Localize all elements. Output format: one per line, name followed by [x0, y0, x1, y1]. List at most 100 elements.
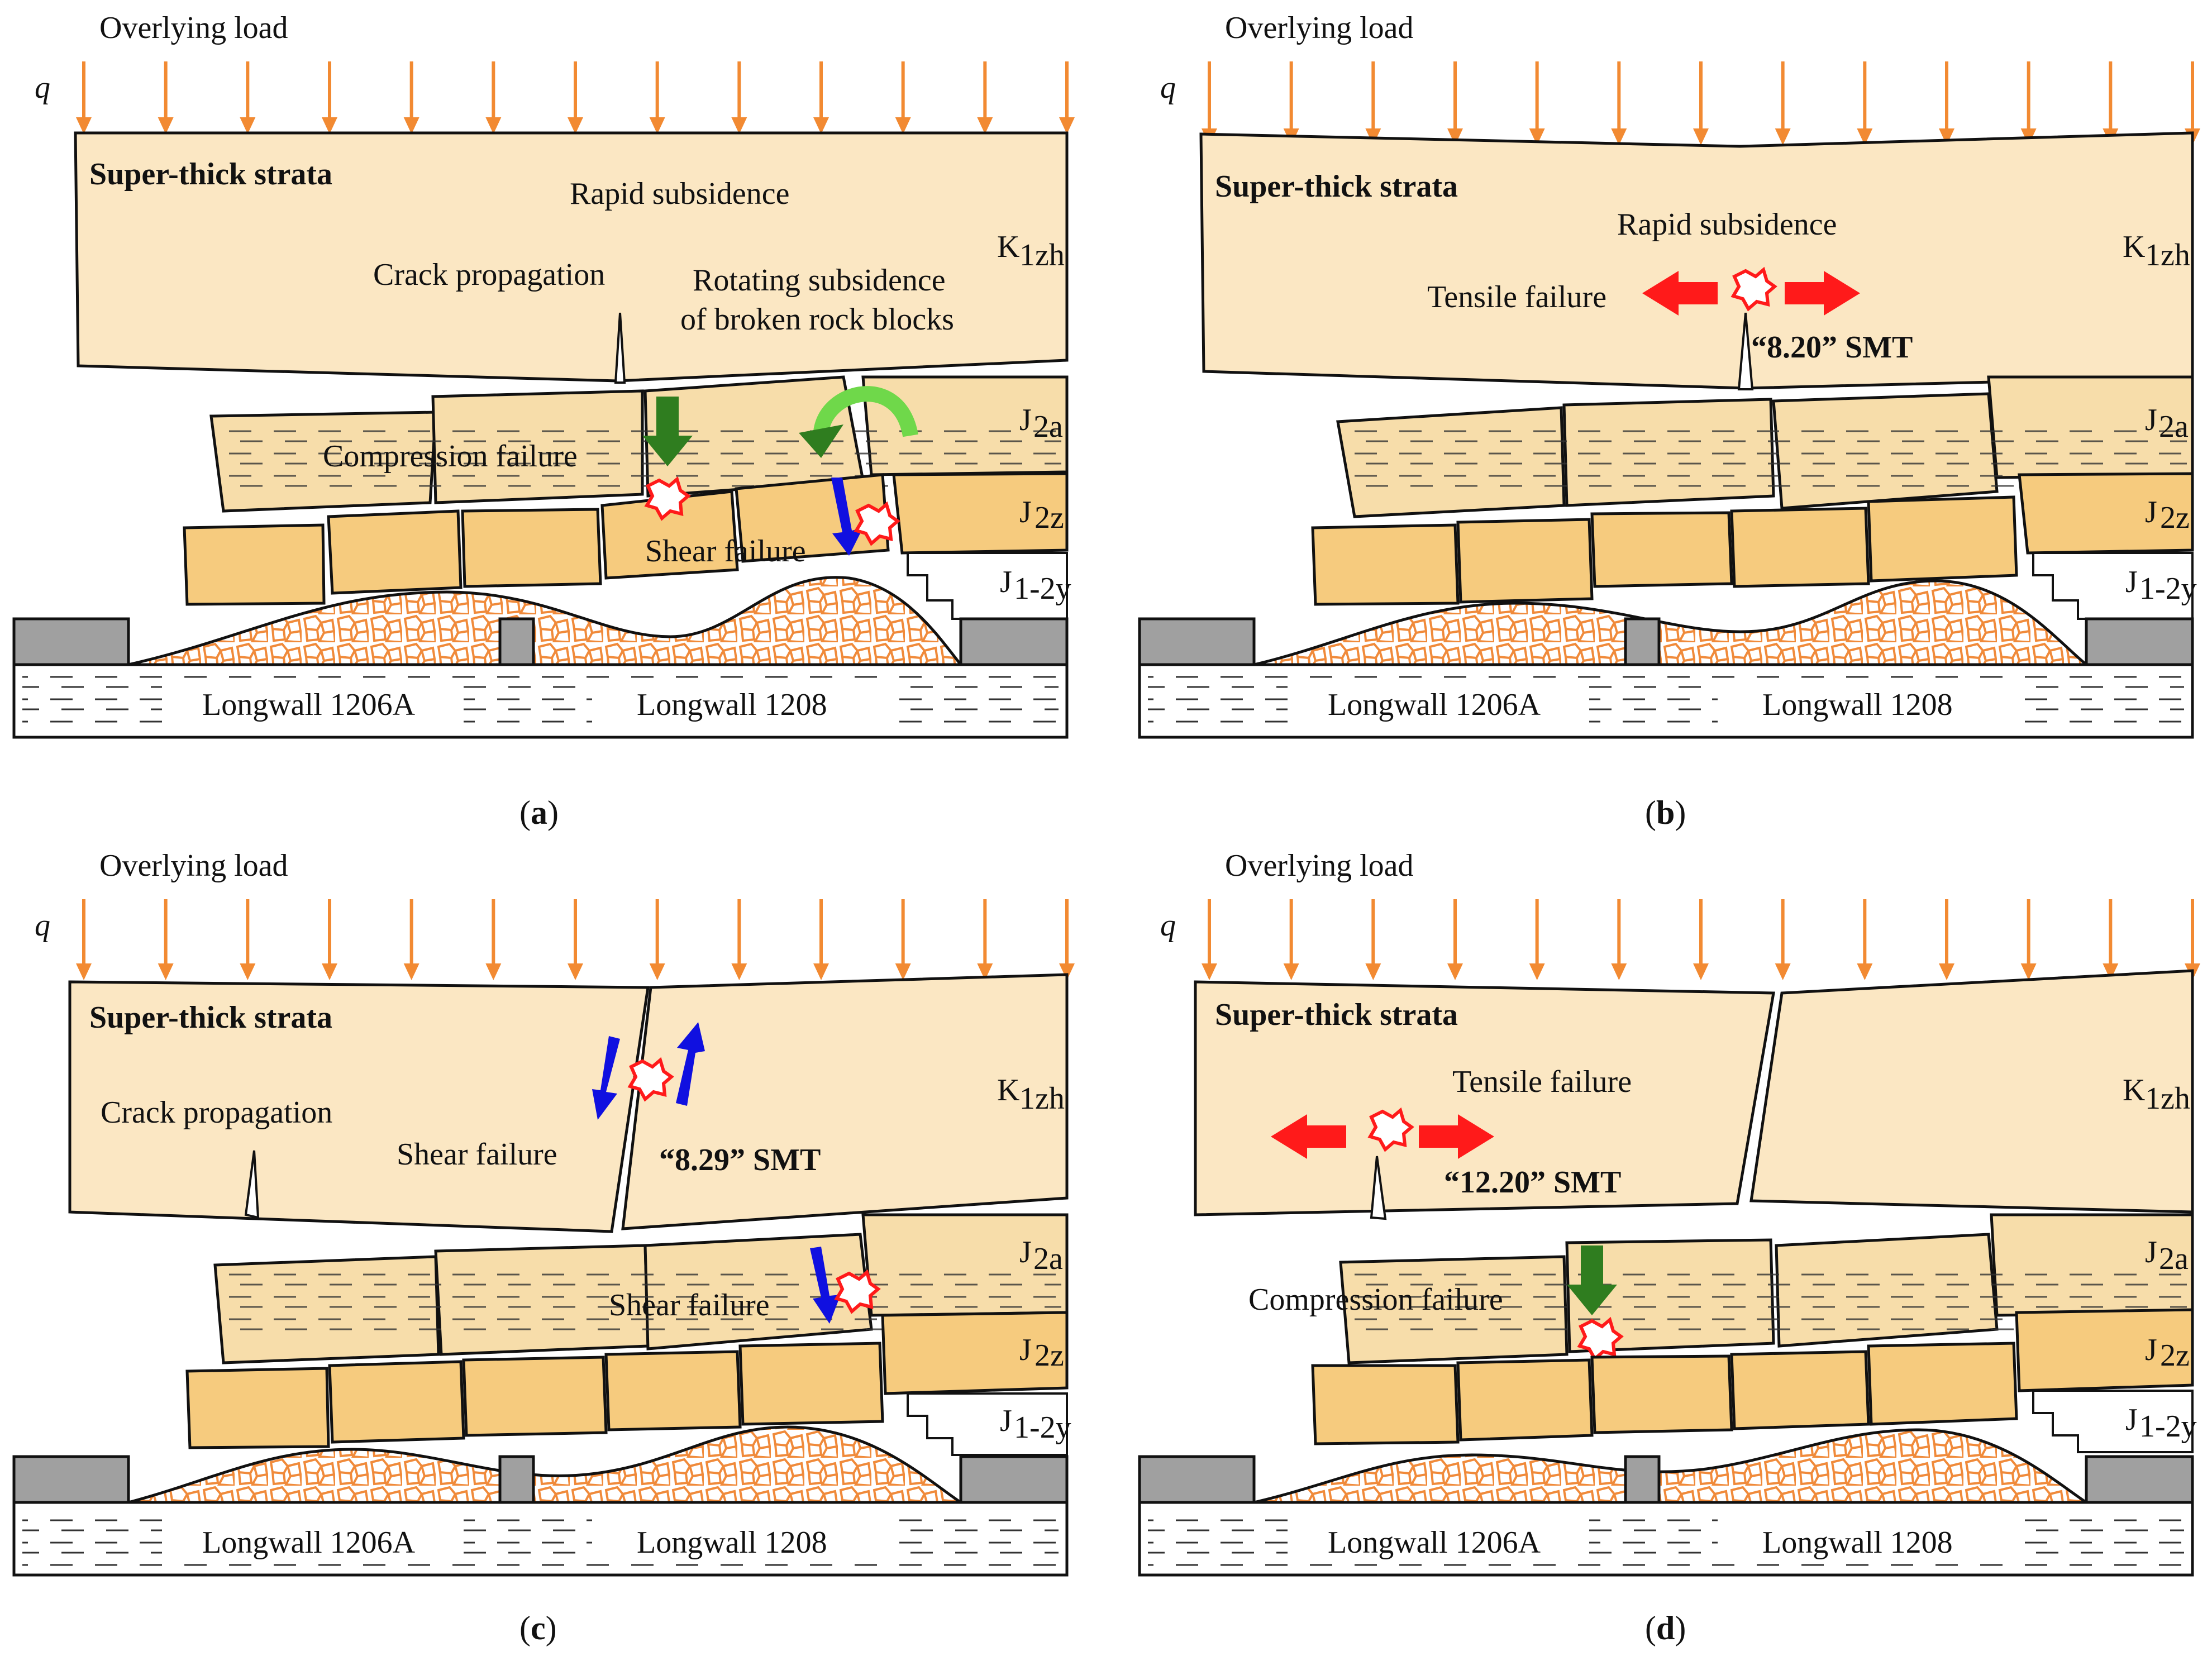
load-arrowhead — [2103, 963, 2119, 980]
super-thick-strata — [74, 131, 1069, 383]
super-thick-strata-label: Super-thick strata — [1215, 169, 1458, 204]
red-left-arrow — [1271, 1114, 1346, 1159]
j2a-sub: 2a — [2159, 1242, 2189, 1276]
load-arrowhead — [1529, 128, 1545, 145]
j12y-sub: 1-2y — [1014, 571, 1071, 606]
shear-failure-label: Shear failure — [397, 1137, 557, 1172]
j2a-sub: 2a — [1033, 1242, 1063, 1276]
red-right-arrow — [1785, 271, 1860, 316]
j2z-block — [1311, 1364, 1460, 1445]
smt-label: “8.29” SMT — [659, 1143, 821, 1177]
j2a-letter: J — [2145, 1235, 2157, 1270]
j12y-sub: 1-2y — [2139, 571, 2197, 606]
coal-pillar — [2085, 1455, 2194, 1504]
panel-b: Overlying load q Super-thick strata Rapi… — [1138, 11, 2200, 831]
coal-pillar — [1138, 617, 1256, 666]
load-arrowhead — [1611, 128, 1627, 145]
failure-burst — [854, 501, 900, 546]
overlying-load-label: Overlying load — [1225, 848, 1413, 883]
load-arrowhead — [1283, 963, 1299, 980]
load-arrowhead — [568, 117, 583, 134]
load-arrowhead — [895, 117, 911, 134]
load-arrowhead — [1202, 963, 1217, 980]
longwall-b-label: Longwall 1208 — [1762, 688, 1953, 722]
k1zh-label: K 1zh — [2123, 230, 2190, 273]
compression-failure-label: Compression failure — [1248, 1282, 1503, 1317]
caption-letter: a — [531, 794, 547, 831]
j2z-sub: 2z — [1035, 500, 1064, 535]
j2a-letter: J — [1019, 403, 1032, 437]
load-arrowhead — [649, 117, 665, 134]
crack-propagation-label: Crack propagation — [373, 257, 605, 292]
crack — [1737, 312, 1754, 390]
caption-letter: c — [531, 1610, 546, 1647]
j2a-label: J 2a — [2145, 1235, 2189, 1276]
j2z-letter: J — [1019, 495, 1032, 529]
longwall-b-bg — [1718, 679, 2019, 726]
j2z-label: J 2z — [1019, 1333, 1064, 1373]
j12y-label: J 1-2y — [1000, 1404, 1071, 1445]
blue-down-arrow — [831, 478, 863, 556]
k1zh-sub: 1zh — [2145, 238, 2190, 273]
load-arrowhead — [813, 963, 829, 980]
failure-burst — [627, 1057, 674, 1102]
j2z-block — [1311, 523, 1460, 606]
j12y-letter: J — [1000, 1404, 1012, 1438]
j2a-sub: 2a — [2159, 409, 2189, 444]
blue-down-arrow — [592, 1036, 620, 1120]
super-thick-strata-label: Super-thick strata — [89, 1000, 332, 1035]
load-arrowhead — [1857, 963, 1873, 980]
longwall-b-label: Longwall 1208 — [637, 1525, 827, 1560]
longwall-b-label: Longwall 1208 — [637, 688, 827, 722]
j2z-block — [1456, 518, 1594, 604]
longwall-a-label: Longwall 1206A — [202, 1525, 416, 1560]
load-arrowhead — [403, 117, 419, 134]
j2z-sub: 2z — [2160, 1338, 2190, 1373]
overlying-load-label: Overlying load — [99, 848, 288, 883]
load-arrowhead — [1447, 963, 1463, 980]
j2a-label: J 2a — [1019, 1235, 1063, 1276]
j2z-label: J 2z — [2145, 495, 2190, 535]
coal-pillar — [498, 1455, 535, 1504]
red-right-arrow — [1419, 1114, 1494, 1159]
j12y-label: J 1-2y — [1000, 565, 1071, 606]
j2z-block — [1867, 495, 2018, 583]
q-label: q — [1160, 908, 1176, 943]
overlying-load-label: Overlying load — [99, 11, 288, 45]
load-arrowhead — [1939, 128, 1954, 145]
q-label: q — [1160, 70, 1176, 105]
load-arrows — [76, 61, 1075, 134]
j12y-layer — [2032, 1390, 2194, 1453]
smt-label: “8.20” SMT — [1751, 330, 1913, 365]
coal-pillar — [1624, 1455, 1661, 1504]
j12y-label: J 1-2y — [2125, 1402, 2197, 1444]
load-arrowhead — [322, 963, 337, 980]
load-arrows — [76, 899, 1075, 980]
load-arrowhead — [1447, 128, 1463, 145]
load-arrowhead — [1693, 128, 1709, 145]
longwall-a-label: Longwall 1206A — [1328, 688, 1541, 722]
caption-letter: b — [1656, 794, 1675, 831]
longwall-b-bg — [592, 679, 894, 726]
load-arrowhead — [322, 117, 337, 134]
super-thick-strata-label: Super-thick strata — [89, 157, 332, 192]
j2z-sub: 2z — [2160, 500, 2190, 535]
green-down-arrow — [1567, 1245, 1617, 1315]
smt-label: “12.20” SMT — [1444, 1165, 1621, 1200]
load-arrowhead — [1059, 117, 1075, 134]
load-arrowhead — [158, 963, 174, 980]
coal-pillar — [498, 617, 535, 666]
j2z-block — [1730, 1350, 1870, 1430]
rotating-label-2: of broken rock blocks — [680, 302, 954, 337]
panel-caption: (c) — [519, 1610, 557, 1647]
load-arrowhead — [813, 117, 829, 134]
j2z-block — [462, 1356, 608, 1437]
panel-caption: (a) — [519, 794, 559, 831]
longwall-a-bg — [1288, 679, 1589, 726]
j2z-letter: J — [1019, 1333, 1032, 1367]
coal-pillar — [12, 617, 130, 666]
j12y-sub: 1-2y — [1014, 1410, 1071, 1445]
shear-failure-label-lower: Shear failure — [609, 1288, 770, 1323]
load-arrowhead — [977, 117, 993, 134]
